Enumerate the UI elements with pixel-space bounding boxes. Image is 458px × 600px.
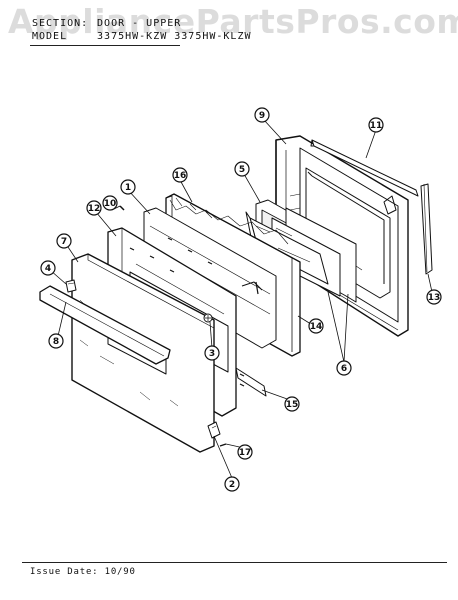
callout-number: 9: [259, 111, 265, 121]
part-door-handle: [39, 285, 171, 365]
callout-number: 1: [125, 183, 131, 193]
callout-circle: [120, 179, 136, 195]
callout-circle: [426, 289, 442, 305]
issue-date-value: 10/90: [104, 567, 136, 577]
callout-9: 9: [254, 107, 270, 123]
callout-2: 2: [224, 476, 240, 492]
callout-3: 3: [204, 345, 220, 361]
callout-10: 10: [102, 195, 118, 211]
part-small-screw: [119, 205, 125, 211]
model-label: MODEL: [32, 31, 68, 42]
callout-number: 13: [428, 293, 441, 303]
issue-date-label: Issue Date:: [30, 567, 99, 577]
section-value: DOOR - UPPER: [97, 18, 182, 29]
callout-11: 11: [368, 117, 384, 133]
model-value: 3375HW-KZW 3375HW-KLZW: [97, 31, 252, 42]
leader-lines: [49, 119, 433, 479]
callout-16: 16: [172, 167, 188, 183]
callout-number: 17: [239, 448, 252, 458]
callout-circle: [234, 161, 250, 177]
callout-number: 2: [229, 480, 235, 490]
callout-number: 4: [45, 264, 51, 274]
callout-number: 10: [104, 199, 117, 209]
callout-number: 16: [174, 171, 187, 181]
section-header: SECTION: DOOR - UPPER: [32, 18, 181, 29]
callout-number: 8: [53, 337, 59, 347]
callout-7: 7: [56, 233, 72, 249]
callout-number: 3: [209, 349, 215, 359]
callout-8: 8: [48, 333, 64, 349]
callout-number: 5: [239, 165, 245, 175]
footer-rule: [22, 562, 447, 563]
callout-number: 15: [286, 400, 299, 410]
callout-circle: [48, 333, 64, 349]
model-header: MODEL 3375HW-KZW 3375HW-KLZW: [32, 31, 251, 42]
part-handle-clip: [65, 279, 77, 293]
callout-circle: [368, 117, 384, 133]
callout-15: 15: [284, 396, 300, 412]
callout-circle: [254, 107, 270, 123]
callout-circle: [284, 396, 300, 412]
callout-circle: [102, 195, 118, 211]
callout-5: 5: [234, 161, 250, 177]
issue-date: Issue Date: 10/90: [30, 567, 136, 577]
callout-6: 6: [336, 360, 352, 376]
part-screw: [203, 313, 213, 323]
callout-circle: [40, 260, 56, 276]
header-rule: [30, 45, 180, 46]
callout-circle: [204, 345, 220, 361]
callout-4: 4: [40, 260, 56, 276]
callout-number: 14: [310, 322, 323, 332]
callout-circle: [172, 167, 188, 183]
callout-12: 12: [86, 200, 102, 216]
callout-circle: [237, 444, 253, 460]
part-bottom-trim: [235, 367, 267, 397]
callout-circle: [86, 200, 102, 216]
part-door-liner: [275, 135, 409, 337]
callout-circle: [224, 476, 240, 492]
part-hinge: [207, 421, 227, 447]
callout-number: 6: [341, 364, 347, 374]
part-side-trim: [420, 183, 433, 275]
callout-14: 14: [308, 318, 324, 334]
callout-circle: [56, 233, 72, 249]
section-label: SECTION:: [32, 18, 89, 29]
callout-1: 1: [120, 179, 136, 195]
callout-circle: [336, 360, 352, 376]
callout-number: 12: [88, 204, 101, 214]
callout-number: 11: [370, 121, 383, 131]
part-bracket: [241, 281, 263, 295]
callout-13: 13: [426, 289, 442, 305]
callout-17: 17: [237, 444, 253, 460]
part-top-trim: [310, 139, 419, 197]
callout-number: 7: [61, 237, 67, 247]
callout-circle: [308, 318, 324, 334]
